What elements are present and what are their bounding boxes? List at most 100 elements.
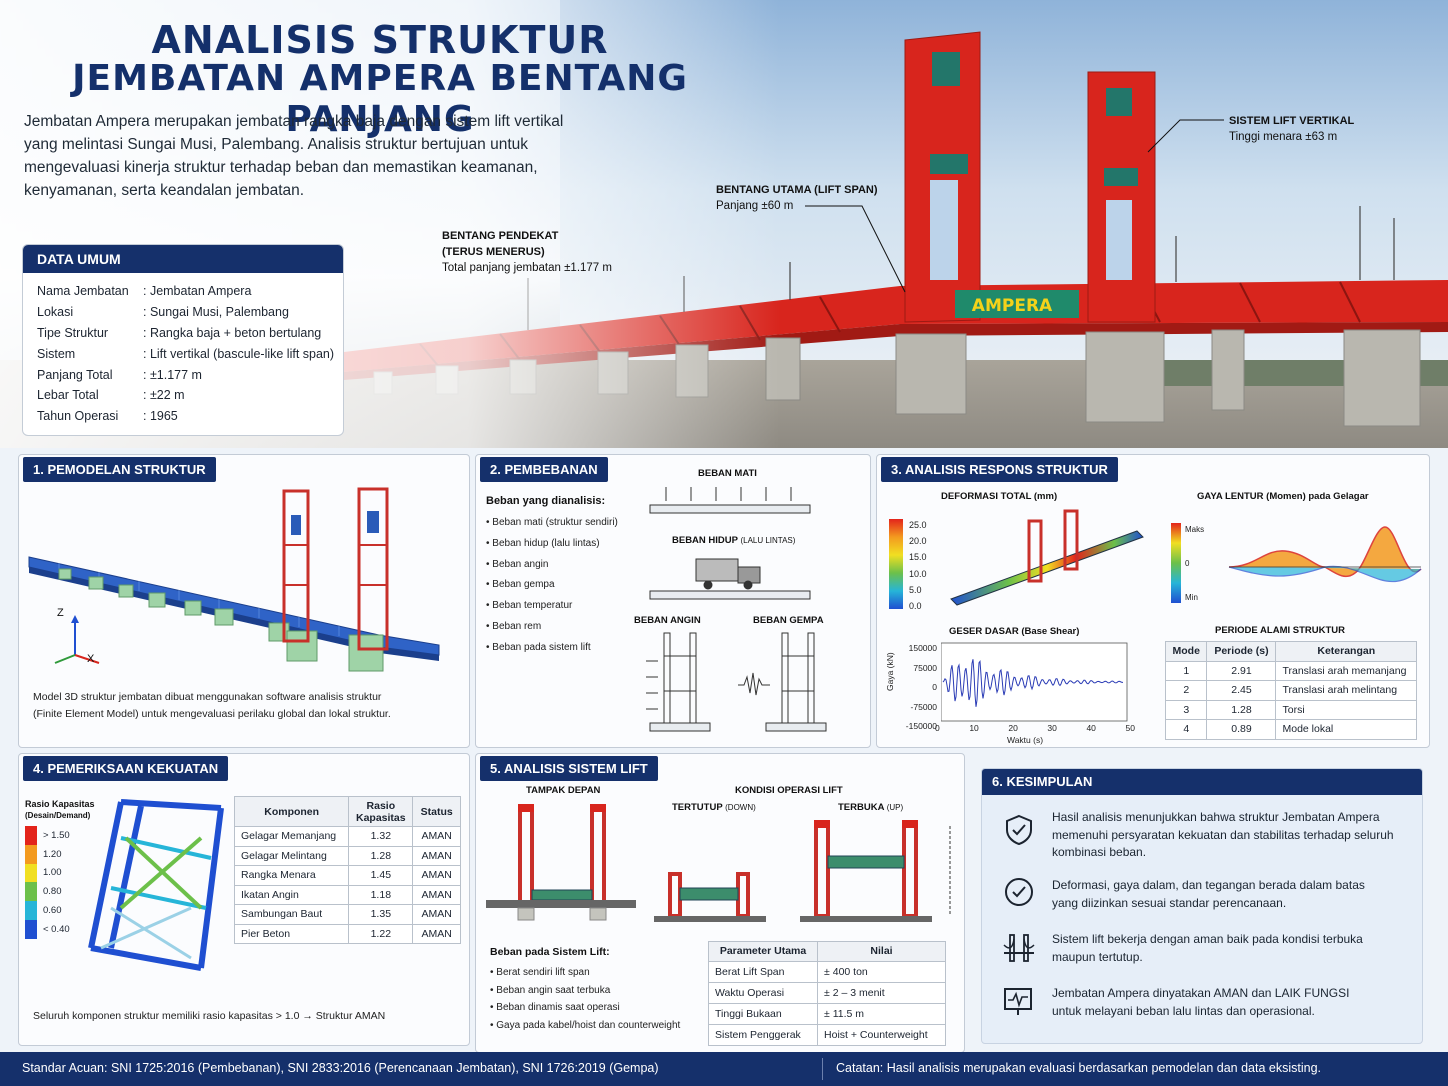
list-item: • Beban mati (struktur sendiri) [486, 517, 618, 528]
axis-x-label: X [87, 653, 95, 665]
table-cell: AMAN [412, 923, 461, 944]
table-cell: AMAN [412, 826, 461, 847]
table-header: Parameter Utama [707, 941, 819, 962]
base-shear-plot [941, 642, 1128, 722]
callout-title: BENTANG UTAMA (LIFT SPAN) [716, 184, 878, 196]
data-umum-row: Sistem: Lift vertikal (bascule-like lift… [23, 343, 343, 364]
footer-standards: Standar Acuan: SNI 1725:2016 (Pembebanan… [22, 1061, 659, 1075]
kondisi-label: KONDISI OPERASI LIFT [735, 785, 843, 796]
panel-analisis-respons: 3. ANALISIS RESPONS STRUKTUR DEFORMASI T… [876, 454, 1430, 748]
panel-title: 1. PEMODELAN STRUKTUR [23, 457, 216, 482]
table-cell: Mode lokal [1275, 719, 1417, 740]
panel-title: 3. ANALISIS RESPONS STRUKTUR [881, 457, 1118, 482]
periode-title: PERIODE ALAMI STRUKTUR [1215, 625, 1346, 636]
legend-swatch [25, 863, 37, 883]
table-row: Waktu Operasi± 2 – 3 menit [707, 981, 946, 1004]
table-cell: 0.89 [1206, 719, 1277, 740]
momen-colorbar [1171, 523, 1181, 603]
beban-gempa-label: BEBAN GEMPA [753, 615, 824, 626]
momen-zero: 0 [1185, 559, 1190, 568]
row-key: Lebar Total [37, 388, 99, 403]
panel-title: 4. PEMERIKSAAN KEKUATAN [23, 756, 229, 781]
panel-title: 2. PEMBEBANAN [480, 457, 608, 482]
intro-line: mengevaluasi kinerja struktur terhadap b… [24, 159, 538, 176]
table-cell: 4 [1164, 719, 1208, 740]
momen-title: GAYA LENTUR (Momen) pada Gelagar [1197, 491, 1369, 502]
row-value: : Jembatan Ampera [143, 284, 252, 299]
beban-hidup-label: BEBAN HIDUP (LALU LINTAS) [672, 535, 796, 546]
row-key: Nama Jembatan [37, 284, 129, 299]
momen-min: Min [1185, 593, 1198, 602]
monitor-analysis-icon [1004, 988, 1032, 1015]
table-cell: ± 11.5 m [817, 1002, 946, 1025]
panel-pemeriksaan-kekuatan: 4. PEMERIKSAAN KEKUATAN Rasio Kapasitas(… [18, 753, 470, 1046]
table-cell: Berat Lift Span [707, 960, 819, 983]
table-cell: 1.45 [348, 865, 414, 886]
row-key: Lokasi [37, 305, 74, 320]
badge-check-icon [1005, 878, 1033, 906]
panel-pemodelan-struktur: 1. PEMODELAN STRUKTUR Z X Model 3D stru [18, 454, 470, 748]
list-item: • Beban angin saat terbuka [490, 984, 611, 996]
rasio-legend-title: Rasio Kapasitas(Desain/Demand) [25, 799, 95, 820]
intro-text: Jembatan Ampera merupakan jembatan rangk… [24, 110, 584, 202]
table-cell: Translasi arah memanjang [1275, 660, 1417, 681]
legend-label: > 1.50 [43, 829, 70, 841]
intro-line: yang melintasi Sungai Musi, Palembang. A… [24, 136, 529, 153]
table-cell: AMAN [412, 884, 461, 905]
table-cell: ± 400 ton [817, 960, 946, 983]
legend-entry: < 0.40 [25, 919, 70, 939]
row-value: : Rangka baja + beton bertulang [143, 325, 322, 340]
tower-capacity-model [88, 799, 224, 971]
table-cell: Gelagar Melintang [233, 845, 350, 866]
table-header: Nilai [817, 941, 946, 962]
table-header: Status [412, 796, 461, 827]
legend-entry: 1.00 [25, 863, 70, 883]
list-item: • Beban dinamis saat operasi [490, 1002, 620, 1013]
table-header: Mode [1164, 641, 1208, 662]
table-cell: 1.32 [348, 826, 414, 847]
table-cell: 1 [1164, 660, 1208, 681]
row-value: : ±22 m [143, 388, 185, 403]
kesimpulan-item: Jembatan Ampera dinyatakan AMAN dan LAIK… [1052, 986, 1350, 1018]
callout-value: Panjang ±60 m [716, 200, 794, 212]
deformasi-model [950, 509, 1144, 606]
terbuka-label: TERBUKA (UP) [838, 802, 904, 813]
data-umum-row: Lebar Total : ±22 m [23, 385, 343, 406]
callout-value: Tinggi menara ±63 m [1229, 131, 1338, 143]
legend-swatch [25, 919, 37, 939]
axis-triad-icon [54, 615, 100, 664]
table-cell: AMAN [412, 904, 461, 925]
table-cell: AMAN [412, 845, 461, 866]
table-header: Rasio Kapasitas [348, 796, 414, 827]
legend-label: 0.60 [43, 905, 62, 917]
list-item: • Beban hidup (lalu lintas) [486, 537, 600, 549]
list-item: • Beban rem [486, 620, 542, 632]
kesimpulan-item: Sistem lift bekerja dengan aman baik pad… [1052, 932, 1363, 964]
data-umum-row: Nama Jembatan : Jembatan Ampera [23, 281, 343, 302]
table-header: Periode (s) [1206, 641, 1277, 662]
data-umum-card: DATA UMUM Nama Jembatan: Jembatan Ampera… [22, 244, 344, 436]
base-shear-xlabel: Waktu (s) [1007, 735, 1044, 745]
table-cell: ± 2 – 3 menit [817, 981, 946, 1004]
intro-line: kenyamanan, serta keandalan jembatan. [24, 182, 305, 199]
list-item: • Gaya pada kabel/hoist dan counterweigh… [490, 1019, 681, 1031]
footer-divider [822, 1058, 823, 1080]
list-item: • Beban pada sistem lift [486, 641, 591, 653]
table-cell: 1.28 [348, 845, 414, 866]
list-item: • Beban gempa [486, 579, 555, 591]
panel1-description: Model 3D struktur jembatan dibuat menggu… [33, 689, 391, 723]
legend-swatch [25, 844, 37, 864]
legend-swatch [25, 901, 37, 920]
shield-check-icon [1006, 814, 1032, 846]
desc-line: Model 3D struktur jembatan dibuat menggu… [33, 691, 382, 703]
